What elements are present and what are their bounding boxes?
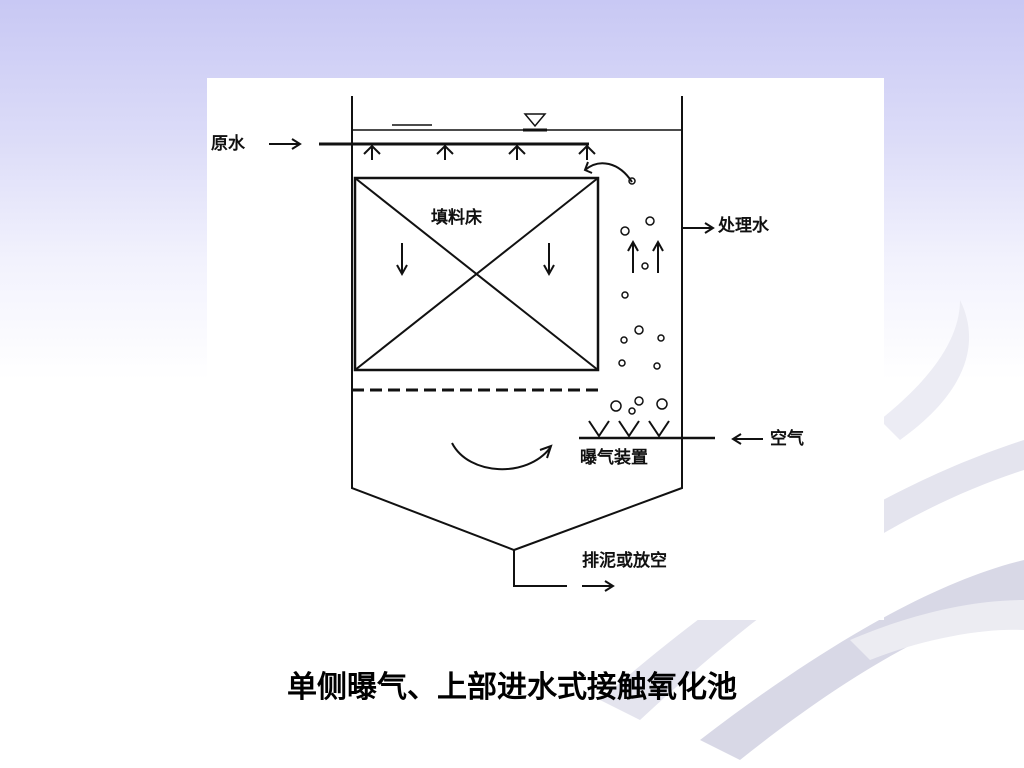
- return-flow-arrow: [584, 162, 633, 183]
- aeration-device-label: 曝气装置: [580, 448, 648, 468]
- filler-bed-label: 填料床: [431, 208, 482, 228]
- air-label: 空气: [770, 429, 804, 449]
- circulation-arrow: [451, 442, 551, 471]
- upflow-arrows: [627, 239, 664, 273]
- swoosh-4: [850, 600, 1024, 660]
- treated-water-label: 处理水: [718, 216, 769, 236]
- inlet-sprinklers: [363, 144, 596, 160]
- filler-bed-diagonal-2: [354, 177, 599, 371]
- filler-bed-box: [353, 176, 600, 372]
- slide-caption: 单侧曝气、上部进水式接触氧化池: [287, 670, 737, 705]
- air-bubbles: [610, 177, 668, 415]
- sludge-drain-pipe: [513, 550, 567, 587]
- swoosh-1: [600, 440, 1024, 720]
- water-level-symbol: [523, 113, 547, 128]
- raw-water-label: 原水: [211, 134, 245, 154]
- swoosh-3: [880, 300, 970, 440]
- sludge-drain-label: 排泥或放空: [582, 551, 667, 571]
- aeration-diffusers: [588, 420, 670, 438]
- tank-outline: [351, 96, 683, 552]
- diagram-panel: [207, 78, 884, 620]
- downflow-arrows: [396, 243, 555, 277]
- contact-oxidation-tank-diagram: [269, 96, 763, 592]
